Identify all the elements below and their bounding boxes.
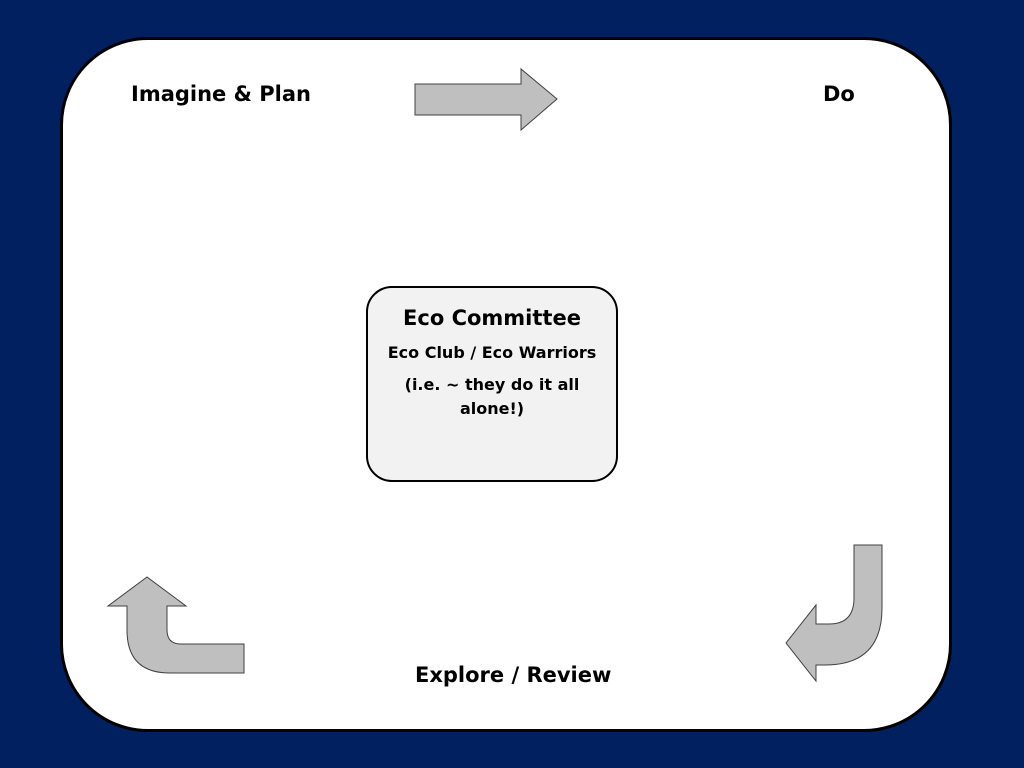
center-box: Eco Committee Eco Club / Eco Warriors (i…	[366, 286, 618, 482]
center-subtitle: Eco Club / Eco Warriors	[387, 343, 597, 363]
center-note: (i.e. ~ they do it all alone!)	[404, 375, 580, 419]
stage-label-explore-review: Explore / Review	[415, 663, 612, 687]
stage-label-do: Do	[823, 82, 855, 106]
center-title: Eco Committee	[403, 306, 581, 330]
stage-label-imagine-plan: Imagine & Plan	[131, 82, 311, 106]
